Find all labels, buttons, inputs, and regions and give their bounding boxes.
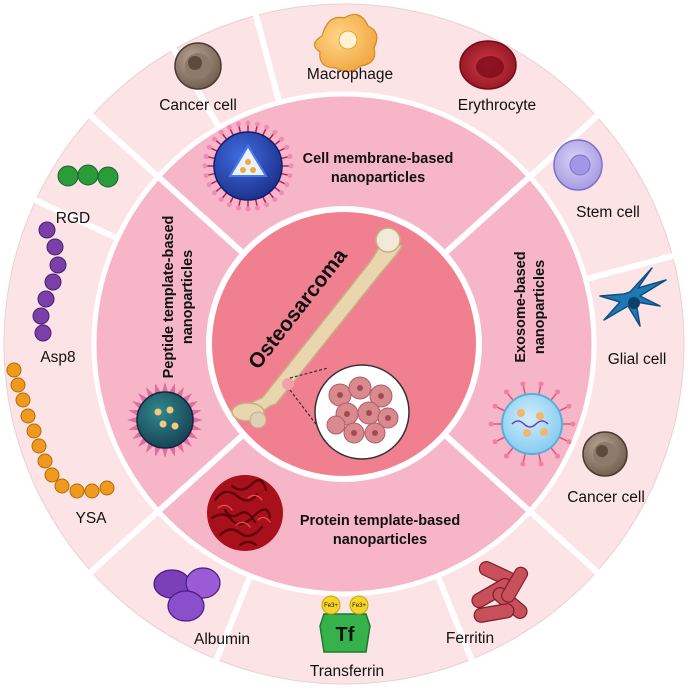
macrophage-icon — [313, 13, 378, 73]
exosome-label-line2: nanoparticles — [532, 260, 548, 354]
ysa-label: YSA — [75, 510, 107, 527]
stem-cell-label: Stem cell — [576, 204, 640, 221]
divider-line — [442, 432, 601, 576]
cancer-cell-icon-right — [582, 431, 628, 477]
macrophage-label: Macrophage — [307, 66, 393, 83]
protein-label-line2: nanoparticles — [333, 532, 427, 548]
tumor-spot — [282, 378, 294, 390]
erythrocyte-icon — [459, 40, 517, 90]
femur-bone-icon — [231, 227, 404, 429]
inner-circle — [206, 206, 482, 482]
divider-line — [87, 432, 246, 576]
glial-cell-icon — [599, 267, 667, 327]
peptide-nanoparticle-icon — [127, 382, 203, 458]
albumin-icon — [153, 567, 221, 622]
protein-nanoparticle-icon — [207, 475, 283, 551]
peptide-label-line2: nanoparticles — [180, 250, 196, 344]
ferritin-label: Ferritin — [446, 630, 494, 647]
exosome-nanoparticle-icon — [488, 381, 576, 467]
cancer-cell-icon-top — [174, 42, 222, 90]
divider-line — [584, 252, 676, 283]
stem-cell-icon — [553, 139, 603, 191]
asp8-label: Asp8 — [40, 349, 75, 366]
zoom-line-top — [289, 367, 329, 379]
rgd-label: RGD — [56, 210, 90, 227]
transferrin-label: Transferrin — [310, 663, 384, 680]
transferrin-symbol: Tf — [336, 624, 355, 646]
divider-line — [213, 574, 254, 663]
cell-membrane-label-line2: nanoparticles — [331, 170, 425, 186]
rgd-peptide-icon — [57, 164, 119, 188]
peptide-label-line1: Peptide template-based — [161, 216, 177, 379]
divider-line — [87, 112, 246, 256]
ferritin-icon — [471, 561, 529, 623]
albumin-label: Albumin — [194, 631, 250, 648]
cell-membrane-label-line1: Cell membrane-based — [303, 151, 454, 167]
glial-cell-label: Glial cell — [608, 351, 667, 368]
erythrocyte-label: Erythrocyte — [458, 97, 536, 114]
divider-line — [434, 574, 475, 663]
section-dividers — [32, 12, 676, 663]
protein-label-line1: Protein template-based — [300, 513, 460, 529]
divider-line — [32, 196, 119, 242]
transferrin-fe-label-right: Fe3+ — [352, 603, 366, 609]
divider-line — [252, 12, 283, 104]
transferrin-icon: Fe3+ Fe3+ Tf — [319, 595, 371, 653]
asp8-peptide-icon — [32, 221, 67, 342]
transferrin-fe-label-left: Fe3+ — [324, 603, 338, 609]
cell-membrane-nanoparticle-icon — [202, 120, 294, 212]
divider-line — [442, 112, 601, 256]
tumor-tissue-zoom-icon — [314, 364, 410, 460]
exosome-label-line1: Exosome-based — [513, 251, 529, 362]
cancer-cell-label-right: Cancer cell — [567, 489, 645, 506]
ysa-peptide-icon — [6, 362, 115, 499]
cancer-cell-label-top: Cancer cell — [159, 97, 237, 114]
